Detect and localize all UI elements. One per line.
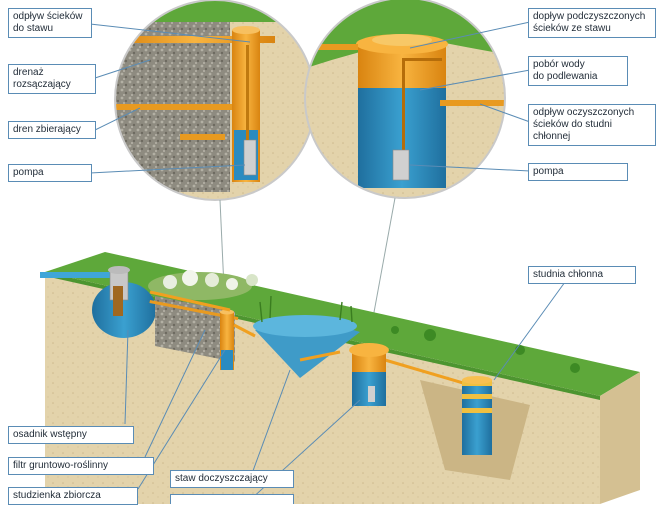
label-studnia-chlonna: studnia chłonna [528,266,636,284]
tank-detail-magnifier [305,0,505,198]
label-line: pobór wody [533,59,585,70]
label-dren-zbierajacy: dren zbierający [8,121,96,139]
pond [253,295,360,378]
label-line: ścieków ze stawu [533,23,611,34]
grass-plants [391,326,580,373]
label-osadnik: osadnik wstępny [8,426,134,444]
label-pobor-wody: pobór wody do podlewania [528,56,628,86]
label-line: studzienka zbiorcza [13,490,101,501]
label-line: odpływ oczyszczonych [533,107,635,118]
label-filtr: filtr gruntowo-roślinny [8,457,154,475]
label-drenaz: drenaż rozsączający [8,64,96,94]
label-line: chłonnej [533,131,571,142]
inlet-pipe [40,272,110,278]
soakaway-well [420,376,530,480]
tank-detail-circle-outline [304,0,506,199]
septic-tank [92,266,156,338]
label-odplyw-sciekow: odpływ ścieków do stawu [8,8,92,38]
label-pompa-left: pompa [8,164,92,182]
label-line: ścieków do studni [533,119,612,130]
label-line: odpływ ścieków [13,11,83,22]
label-staw: staw doczyszczający [170,470,294,488]
connecting-pipes [149,290,471,387]
label-line: dren zbierający [13,124,81,135]
soil-plant-filter [148,270,258,362]
label-line: dopływ podczyszczonych [533,11,646,22]
label-doplyw: dopływ podczyszczonych ścieków ze stawu [528,8,656,38]
label-pompa-right: pompa [528,163,628,181]
label-empty [170,494,294,504]
label-line: pompa [13,167,44,178]
label-line: studnia chłonna [533,269,604,280]
label-studzienka: studzienka zbiorcza [8,487,138,505]
label-line: drenaż [13,67,44,78]
label-line: do stawu [13,23,54,34]
collection-well [220,309,234,370]
label-line: filtr gruntowo-roślinny [13,460,109,471]
label-line: staw doczyszczający [175,473,268,484]
pump-chamber [349,343,389,406]
label-odplyw-oczyszczonych: odpływ oczyszczonych ścieków do studni c… [528,104,656,146]
label-line: pompa [533,166,564,177]
label-line: osadnik wstępny [13,429,87,440]
label-line: rozsączający [13,79,71,90]
label-line: do podlewania [533,71,598,82]
